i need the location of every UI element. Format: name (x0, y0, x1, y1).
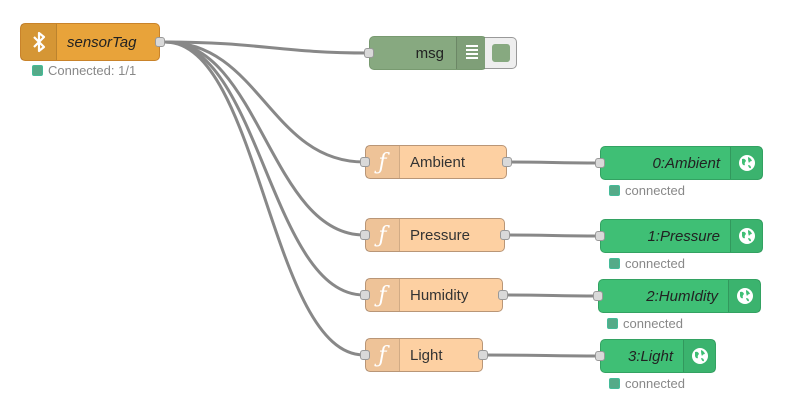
iot-out-node-light[interactable]: 3:Light (595, 339, 716, 373)
iot-label: 1:Pressure (647, 227, 720, 245)
iot-status-pressure: connected (609, 256, 685, 271)
iot-label: 3:Light (627, 347, 673, 365)
wire-sensor-humidity[interactable] (164, 40, 365, 297)
sensortag-status-text: Connected: 1/1 (48, 63, 137, 78)
iot-status-text: connected (625, 183, 685, 198)
wire-light-out[interactable] (482, 353, 600, 358)
wire-pressure-out[interactable] (504, 233, 600, 238)
debug-list-icon (456, 37, 486, 69)
function-input-port[interactable] (360, 230, 370, 240)
sensortag-status: Connected: 1/1 (32, 63, 136, 78)
iot-status-ambient: connected (609, 183, 685, 198)
bluetooth-icon (21, 24, 57, 60)
wire-sensor-debug[interactable] (164, 40, 370, 55)
function-label: Humidity (410, 286, 469, 304)
debug-node[interactable]: msg (364, 36, 487, 70)
iot-status-text: connected (625, 256, 685, 271)
status-dot-icon (607, 318, 618, 329)
status-dot-icon (32, 65, 43, 76)
function-node-light[interactable]: ƒ Light (360, 338, 488, 372)
iot-input-port[interactable] (595, 231, 605, 241)
function-icon: ƒ (366, 219, 400, 251)
iot-out-node-pressure[interactable]: 1:Pressure (595, 219, 763, 253)
iot-input-port[interactable] (595, 351, 605, 361)
function-label: Ambient (410, 153, 466, 171)
status-dot-icon (609, 378, 620, 389)
wire-sensor-pressure[interactable] (164, 40, 365, 237)
debug-toggle-button[interactable] (485, 37, 517, 69)
function-icon: ƒ (366, 279, 400, 311)
wire-sensor-ambient[interactable] (164, 40, 365, 164)
function-output-port[interactable] (498, 290, 508, 300)
function-label: Pressure (410, 226, 471, 244)
globe-icon (683, 340, 715, 372)
debug-label: msg (415, 44, 444, 62)
function-icon: ƒ (366, 146, 400, 178)
function-node-humidity[interactable]: ƒ Humidity (360, 278, 508, 312)
iot-input-port[interactable] (593, 291, 603, 301)
iot-out-node-humidity[interactable]: 2:HumIdity (593, 279, 761, 313)
iot-label: 0:Ambient (652, 154, 720, 172)
globe-icon (730, 220, 762, 252)
wire-sensor-light[interactable] (164, 40, 365, 357)
iot-input-port[interactable] (595, 158, 605, 168)
function-icon: ƒ (366, 339, 400, 371)
function-output-port[interactable] (478, 350, 488, 360)
function-node-pressure[interactable]: ƒ Pressure (360, 218, 510, 252)
iot-status-text: connected (623, 316, 683, 331)
sensortag-output-port[interactable] (155, 37, 165, 47)
iot-status-light: connected (609, 376, 685, 391)
function-input-port[interactable] (360, 157, 370, 167)
iot-out-node-ambient[interactable]: 0:Ambient (595, 146, 763, 180)
function-output-port[interactable] (500, 230, 510, 240)
iot-status-text: connected (625, 376, 685, 391)
sensortag-node[interactable]: sensorTag (20, 23, 165, 61)
function-output-port[interactable] (502, 157, 512, 167)
debug-input-port[interactable] (364, 48, 374, 58)
globe-icon (728, 280, 760, 312)
sensortag-label: sensorTag (67, 33, 137, 51)
globe-icon (730, 147, 762, 179)
iot-status-humidity: connected (607, 316, 683, 331)
status-dot-icon (609, 185, 620, 196)
status-dot-icon (609, 258, 620, 269)
function-input-port[interactable] (360, 290, 370, 300)
function-input-port[interactable] (360, 350, 370, 360)
wire-ambient-out[interactable] (506, 160, 600, 165)
iot-label: 2:HumIdity (646, 287, 718, 305)
function-label: Light (410, 346, 443, 364)
debug-toggle-indicator (491, 44, 510, 62)
function-node-ambient[interactable]: ƒ Ambient (360, 145, 512, 179)
wire-humidity-out[interactable] (502, 293, 598, 298)
